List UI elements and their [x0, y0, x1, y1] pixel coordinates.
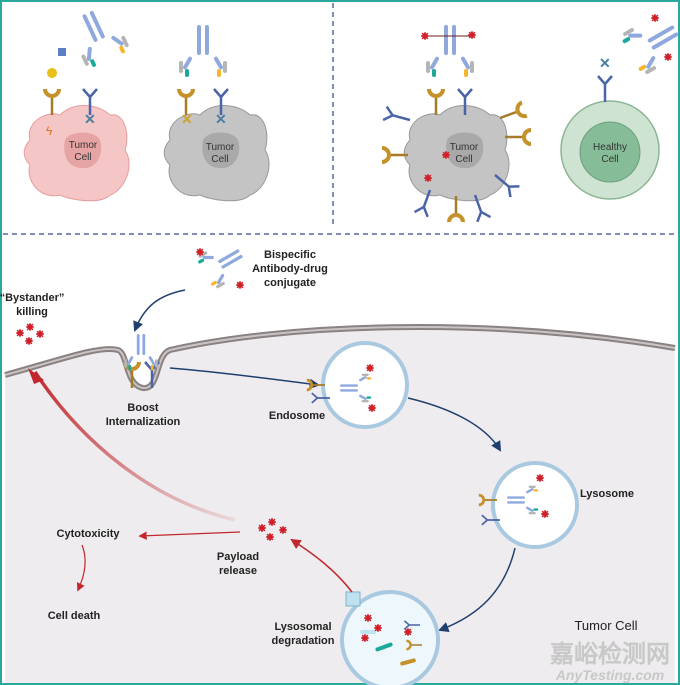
adc-label-line3: conjugate [264, 277, 316, 289]
arrow-to-cytotoxicity [138, 531, 241, 540]
cell4-label-line2: Cell [601, 154, 618, 165]
arrow-to-payload-release [290, 538, 353, 593]
cell2-label-line2: Cell [211, 154, 228, 165]
bystander-label-line2: killing [16, 306, 48, 318]
blocked-x-icon: ✕ [215, 111, 227, 127]
lysosome [477, 461, 579, 549]
cell-death-label: Cell death [48, 610, 101, 622]
arrow-to-lysosome [407, 397, 502, 452]
degrading-lysosome [340, 590, 440, 685]
svg-text:“Bystander”killing: “Bystander” killing [0, 292, 64, 318]
cell4-label-line1: Healthy [593, 142, 627, 153]
arrow-to-cell-death [77, 544, 86, 592]
blocked-x-icon: ✕ [599, 55, 611, 71]
internalization-label-line1: Boost [127, 402, 159, 414]
cell3-label-line2: Cell [455, 154, 472, 165]
signal-bolt-icon: ϟ [46, 124, 53, 138]
adc-label-line1: Bispecific [264, 249, 316, 261]
cell2-label-line1: Tumor [206, 142, 235, 153]
bystander-arrowhead [28, 368, 44, 384]
adc-label-line2: Antibody-drug [252, 263, 328, 275]
cell1-label-line2: Cell [74, 152, 91, 163]
tumor-cell-label: Tumor Cell [574, 618, 637, 633]
payload-label-line2: release [219, 565, 257, 577]
cell1-label-line1: Tumor [69, 140, 98, 151]
transporter-icon [345, 591, 361, 607]
arrow-to-internalization [133, 289, 186, 332]
arrow-to-bystander [33, 371, 236, 522]
endosome-label: Endosome [269, 410, 325, 422]
cell3-label-line1: Tumor [450, 142, 479, 153]
watermark-cn: 嘉峪检测网 [550, 640, 670, 668]
arrow-to-endosome [169, 367, 321, 390]
blocked-ligand-icon [58, 48, 66, 56]
payload-label-line1: Payload [217, 551, 259, 563]
cytotoxicity-label: Cytotoxicity [57, 528, 121, 540]
endosome [305, 341, 409, 429]
ligand-icon [47, 68, 57, 78]
blocked-x-icon: ✕ [181, 111, 193, 127]
arrow-to-degradation [438, 547, 516, 632]
blocked-x-icon: ✕ [84, 111, 96, 127]
degradation-label-line2: degradation [272, 635, 335, 647]
degradation-label-line1: Lysosomal [274, 621, 331, 633]
internalization-label-line2: Internalization [106, 416, 181, 428]
bystander-label-line1: “Bystander” [0, 292, 64, 304]
tumor-cell-cytoplasm [5, 327, 675, 683]
watermark-en: AnyTesting.com [555, 667, 664, 683]
lysosome-label: Lysosome [580, 488, 634, 500]
